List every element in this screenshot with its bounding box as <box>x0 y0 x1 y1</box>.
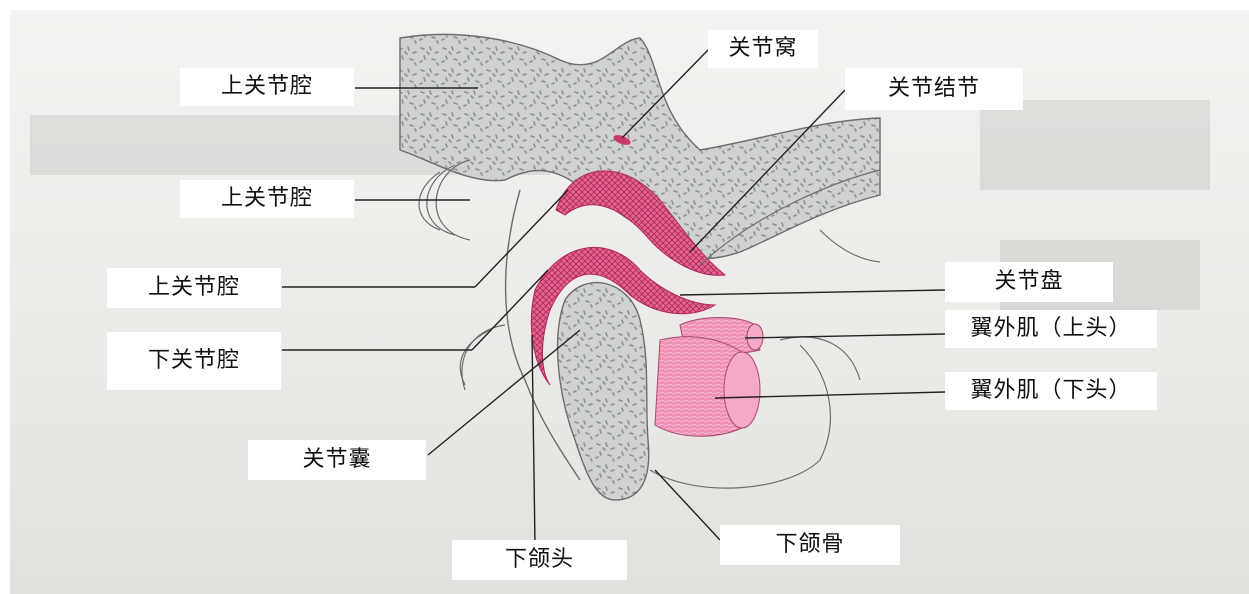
label-articular-tubercle: 关节结节 <box>845 68 1023 110</box>
label-mandible: 下颌骨 <box>720 525 900 565</box>
label-upper-joint-cavity-1: 上关节腔 <box>180 68 354 106</box>
label-lpm-inferior-head: 翼外肌（下头） <box>945 372 1157 410</box>
ear-outline <box>419 160 505 390</box>
label-upper-joint-cavity-3: 上关节腔 <box>107 268 281 308</box>
label-joint-capsule: 关节囊 <box>248 440 426 480</box>
label-glenoid-fossa: 关节窝 <box>708 30 818 68</box>
label-lpm-superior-head: 翼外肌（上头） <box>945 310 1157 348</box>
label-upper-joint-cavity-2: 上关节腔 <box>180 180 354 218</box>
label-mandibular-head: 下颌头 <box>452 540 627 580</box>
label-articular-disc: 关节盘 <box>945 262 1113 302</box>
label-lower-joint-cavity: 下关节腔 <box>107 332 281 390</box>
